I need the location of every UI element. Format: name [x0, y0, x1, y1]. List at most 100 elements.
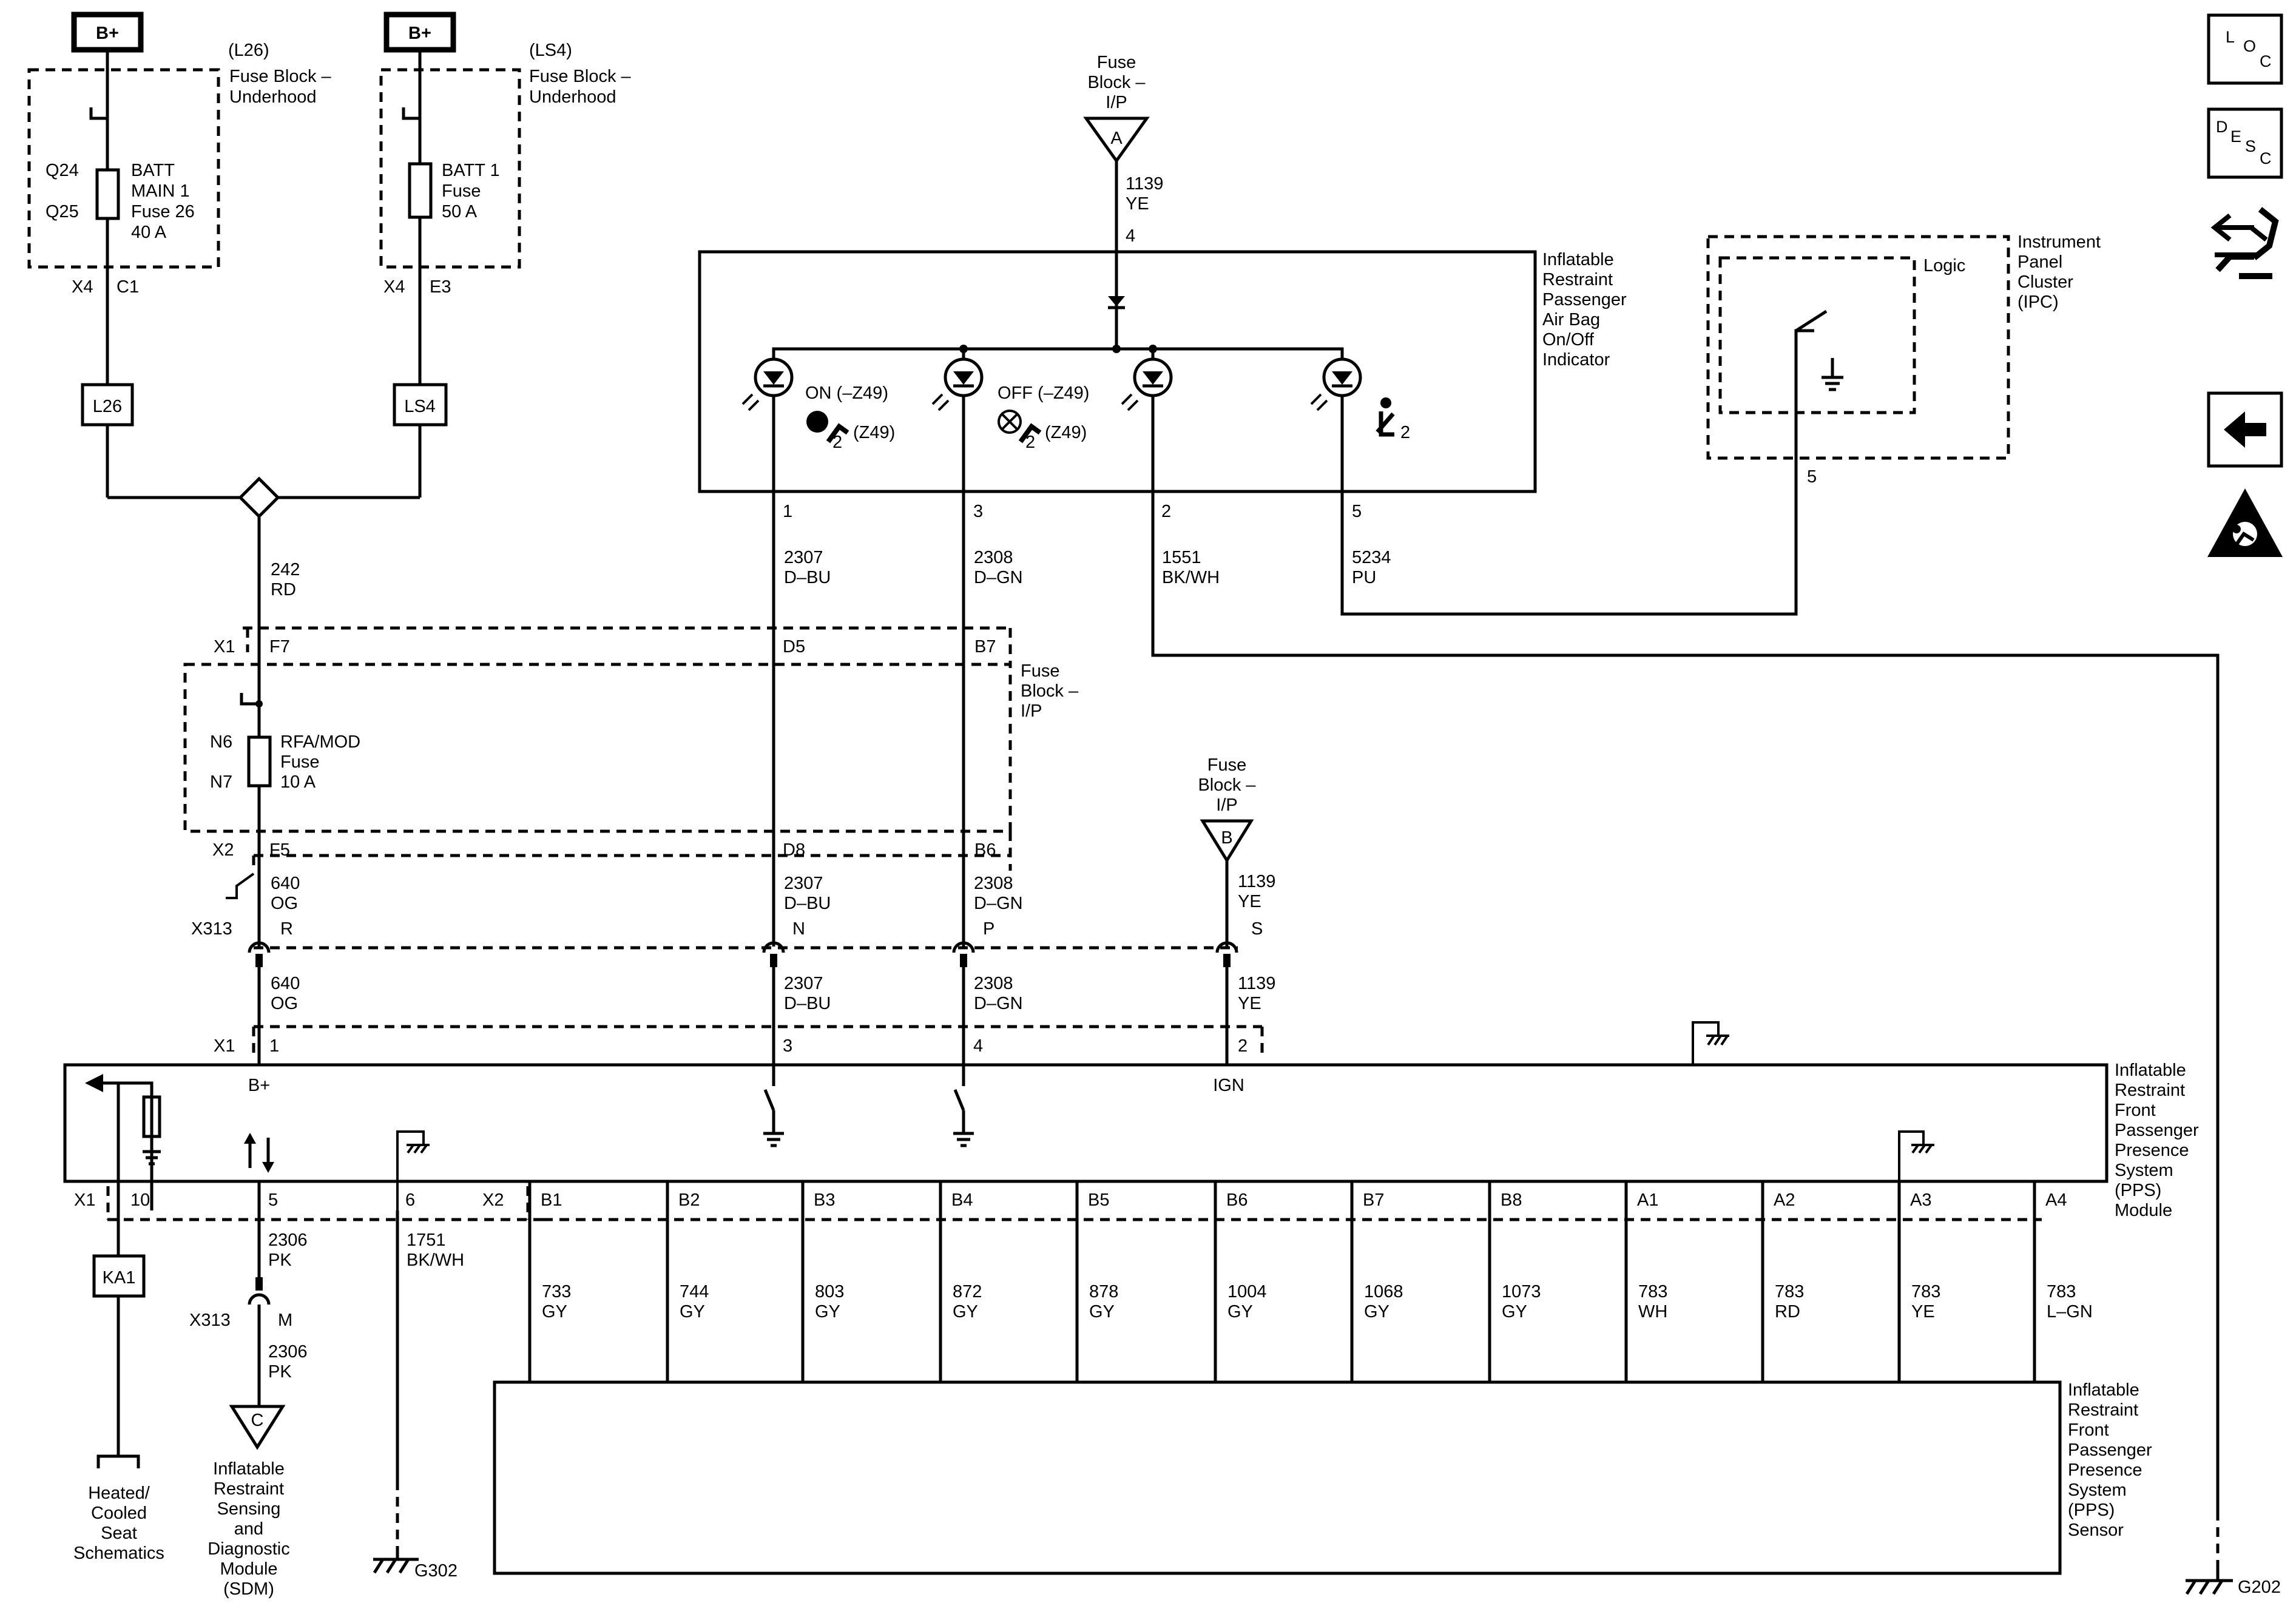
- n7-label: N7: [210, 772, 232, 792]
- bplus-label-2: B+: [408, 24, 431, 43]
- loc-l: L: [2226, 28, 2235, 46]
- module-pin-4: 4: [973, 1036, 983, 1056]
- desc-s: S: [2245, 137, 2256, 155]
- fuse-block-underhood-label-1: Fuse Block –Underhood: [229, 67, 331, 107]
- l26-option-tag: (L26): [228, 41, 269, 60]
- ground-g302-icon: [373, 1547, 419, 1574]
- bplus-module: B+: [248, 1076, 270, 1095]
- x2-pin-a4: A4: [2045, 1190, 2067, 1210]
- x4-label-1: X4: [72, 277, 93, 297]
- d8-pin: D8: [783, 840, 805, 860]
- loc-c: C: [2260, 52, 2272, 70]
- feed-a-letter: A: [1110, 129, 1123, 148]
- g202-label: G202: [2238, 1578, 2281, 1597]
- b6-pin: B6: [974, 840, 996, 860]
- desc-button[interactable]: D E S C: [2207, 107, 2283, 179]
- off-label: OFF (–Z49): [998, 383, 1089, 403]
- seatbelt-icon: [1376, 397, 1395, 437]
- ign-label: IGN: [1213, 1076, 1244, 1095]
- x2-pin-b8: B8: [1501, 1190, 1522, 1210]
- b7-pin: B7: [974, 637, 996, 657]
- module-pin-10: 10: [130, 1190, 150, 1210]
- logic-label: Logic: [1923, 256, 1965, 275]
- feed-a-pin: 4: [1126, 226, 1135, 246]
- on-two: 2: [832, 433, 842, 452]
- x2-pin-b5: B5: [1088, 1190, 1109, 1210]
- x2-pin-b1: B1: [541, 1190, 562, 1210]
- x4-label-2: X4: [383, 277, 405, 297]
- x2-pin-b6: B6: [1226, 1190, 1248, 1210]
- back-arrow-button[interactable]: [2207, 391, 2283, 468]
- connector-repair-icon[interactable]: [2210, 207, 2279, 279]
- g302-label: G302: [414, 1561, 458, 1581]
- module-pin-2: 2: [1238, 1036, 1248, 1056]
- x313-pin-n: N: [792, 919, 805, 939]
- x1-label-fb: X1: [214, 637, 235, 657]
- x2-pin-a1: A1: [1637, 1190, 1658, 1210]
- x1-label-bottom: X1: [74, 1190, 95, 1210]
- loc-button[interactable]: L O C: [2207, 13, 2283, 85]
- x313-pin-r: R: [280, 919, 293, 939]
- ind-pin-1: 1: [783, 502, 792, 521]
- ls4-option-box: LS4: [404, 397, 436, 416]
- ls4-option-tag: (LS4): [529, 41, 572, 60]
- feed-b-letter: B: [1221, 828, 1232, 848]
- passenger-airbag-on-icon: [806, 411, 849, 444]
- q25-label: Q25: [46, 202, 79, 221]
- fuse-block-underhood-label-2: Fuse Block –Underhood: [529, 67, 631, 107]
- x2-pin-a3: A3: [1910, 1190, 1931, 1210]
- x1-label-module: X1: [214, 1036, 235, 1056]
- internal-switch-3: [763, 1065, 784, 1147]
- desc-d: D: [2216, 118, 2228, 136]
- ground-ref-icon: [396, 1130, 430, 1210]
- x313-pin-p: P: [983, 919, 994, 939]
- connector-c-letter: C: [251, 1411, 264, 1430]
- passenger-airbag-off-icon: [998, 410, 1042, 444]
- nav-icons: L O C D E S C: [2207, 13, 2283, 557]
- led-5-icon: [1310, 357, 1362, 411]
- module-pin-5: 5: [268, 1190, 278, 1210]
- x313-pin-s: S: [1251, 919, 1263, 939]
- chassis-ground-top: [1692, 1021, 1729, 1065]
- on-label: ON (–Z49): [805, 383, 888, 403]
- module-pin-3: 3: [783, 1036, 792, 1056]
- led-on-icon: [741, 357, 794, 411]
